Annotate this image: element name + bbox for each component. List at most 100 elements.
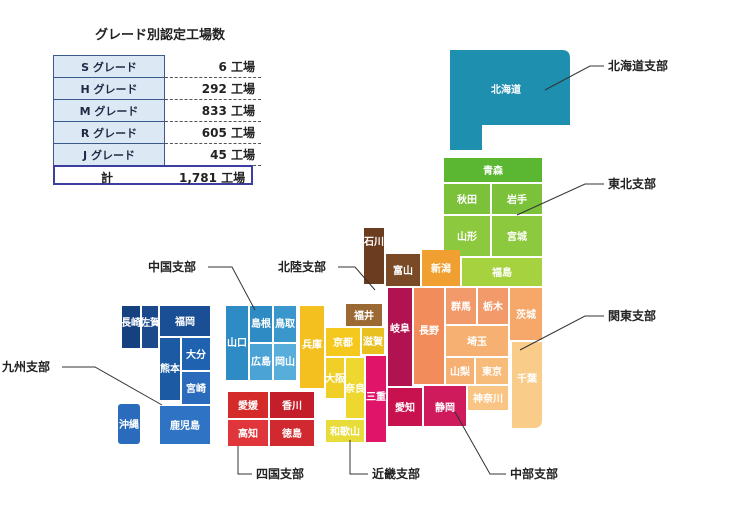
pref-fukuoka[interactable] bbox=[160, 306, 210, 336]
pref-kagawa[interactable] bbox=[270, 392, 314, 418]
pref-iwate[interactable] bbox=[492, 184, 542, 214]
pref-kyoto-label: 京都 bbox=[333, 336, 353, 349]
pref-saga[interactable] bbox=[142, 306, 158, 348]
pref-kochi-label: 高知 bbox=[238, 427, 258, 440]
pref-wakayama[interactable] bbox=[326, 420, 364, 442]
grade-table-title: グレード別認定工場数 bbox=[95, 28, 226, 43]
pref-mie-label: 三重 bbox=[366, 390, 386, 403]
total-value: 1,781 工場 bbox=[179, 171, 246, 185]
pref-yamanashi-label: 山梨 bbox=[450, 365, 471, 378]
branch-chubu-label: 中部支部 bbox=[510, 466, 558, 481]
pref-ishikawa-label: 石川 bbox=[363, 236, 384, 248]
pref-shizuoka-label: 静岡 bbox=[435, 401, 455, 414]
pref-ibaraki-label: 茨城 bbox=[516, 308, 536, 321]
grade-name: H グレード bbox=[53, 77, 165, 100]
pref-nagasaki[interactable] bbox=[122, 306, 140, 348]
pref-yamagata[interactable] bbox=[444, 216, 490, 256]
pref-tochigi[interactable] bbox=[478, 288, 508, 324]
pref-shiga[interactable] bbox=[362, 328, 384, 354]
pref-miyazaki[interactable] bbox=[182, 372, 210, 404]
pref-mie[interactable] bbox=[366, 356, 386, 442]
pref-akita[interactable] bbox=[444, 184, 490, 214]
pref-fukushima[interactable] bbox=[462, 258, 542, 286]
pref-nagasaki-label: 長崎 bbox=[121, 316, 141, 329]
pref-osaka[interactable] bbox=[326, 358, 344, 398]
pref-gifu-label: 岐阜 bbox=[390, 322, 410, 335]
pref-saitama-label: 埼玉 bbox=[467, 335, 487, 348]
pref-yamagata-label: 山形 bbox=[457, 230, 477, 243]
pref-okayama[interactable] bbox=[274, 344, 296, 380]
pref-kyoto[interactable] bbox=[326, 328, 360, 356]
pref-nara[interactable] bbox=[346, 358, 364, 418]
pref-hokkaido[interactable] bbox=[450, 50, 570, 150]
pref-aichi-label: 愛知 bbox=[395, 401, 415, 414]
pref-miyazaki-label: 宮崎 bbox=[186, 382, 206, 395]
table-row: S グレード 6 工場 bbox=[53, 55, 261, 78]
grade-name: M グレード bbox=[53, 99, 165, 122]
pref-akita-label: 秋田 bbox=[457, 193, 477, 206]
pref-miyagi-label: 宮城 bbox=[507, 230, 527, 243]
pref-gifu[interactable] bbox=[388, 288, 412, 386]
pref-niigata-label: 新潟 bbox=[431, 262, 451, 275]
pref-hiroshima-label: 広島 bbox=[251, 355, 271, 368]
pref-saga-label: 佐賀 bbox=[139, 316, 160, 329]
grade-count: 605 工場 bbox=[164, 121, 261, 144]
pref-niigata[interactable] bbox=[422, 250, 460, 286]
pref-wakayama-label: 和歌山 bbox=[329, 425, 360, 438]
grade-count: 292 工場 bbox=[164, 77, 261, 100]
pref-gunma[interactable] bbox=[446, 288, 476, 324]
pref-okinawa-label: 沖縄 bbox=[119, 418, 139, 431]
pref-iwate-label: 岩手 bbox=[506, 193, 527, 206]
pref-oita[interactable] bbox=[182, 338, 210, 370]
grade-count: 6 工場 bbox=[164, 55, 261, 78]
pref-yamaguchi[interactable] bbox=[226, 306, 248, 380]
pref-kanagawa-label: 神奈川 bbox=[473, 392, 503, 405]
pref-ishikawa[interactable] bbox=[364, 228, 384, 284]
pref-tochigi-label: 栃木 bbox=[483, 300, 504, 313]
pref-okinawa[interactable] bbox=[118, 404, 140, 444]
pref-osaka-label: 大阪 bbox=[325, 372, 346, 385]
pref-nagano[interactable] bbox=[414, 288, 444, 384]
leader-tohoku bbox=[516, 183, 604, 216]
pref-yamanashi[interactable] bbox=[446, 358, 474, 384]
pref-hiroshima[interactable] bbox=[250, 344, 272, 380]
leader-shikoku bbox=[237, 446, 252, 475]
pref-tokushima[interactable] bbox=[270, 420, 314, 446]
pref-aomori[interactable] bbox=[444, 158, 542, 182]
pref-ibaraki[interactable] bbox=[510, 288, 542, 340]
grade-table: S グレード 6 工場 H グレード 292 工場 M グレード 833 工場 … bbox=[53, 55, 261, 166]
pref-tottori-label: 鳥取 bbox=[275, 317, 296, 330]
pref-fukui[interactable] bbox=[346, 304, 382, 326]
pref-chiba[interactable] bbox=[512, 342, 542, 428]
branch-hokuriku-label: 北陸支部 bbox=[278, 259, 326, 274]
pref-kagoshima-label: 鹿児島 bbox=[170, 419, 200, 432]
table-row: M グレード 833 工場 bbox=[53, 99, 261, 122]
pref-kanagawa[interactable] bbox=[468, 386, 508, 410]
pref-kochi[interactable] bbox=[228, 420, 268, 446]
pref-shimane-label: 島根 bbox=[251, 317, 271, 330]
pref-tokyo-label: 東京 bbox=[482, 365, 502, 378]
pref-ehime[interactable] bbox=[228, 392, 268, 418]
pref-hyogo[interactable] bbox=[300, 306, 324, 388]
pref-kumamoto[interactable] bbox=[160, 338, 180, 400]
pref-kagoshima[interactable] bbox=[160, 406, 210, 444]
pref-aomori-label: 青森 bbox=[483, 164, 504, 177]
branch-tohoku-label: 東北支部 bbox=[608, 176, 656, 191]
pref-tokyo[interactable] bbox=[476, 358, 508, 384]
pref-shimane[interactable] bbox=[250, 306, 272, 342]
pref-saitama[interactable] bbox=[446, 326, 508, 356]
branch-kanto-label: 関東支部 bbox=[608, 308, 656, 323]
total-row: 計 1,781 工場 bbox=[53, 165, 253, 185]
pref-miyagi[interactable] bbox=[492, 216, 542, 256]
table-row: J グレード 45 工場 bbox=[53, 143, 261, 166]
branch-kyushu-label: 九州支部 bbox=[1, 359, 50, 374]
leader-hokkaido bbox=[544, 65, 604, 91]
branch-shikoku-label: 四国支部 bbox=[256, 466, 304, 481]
pref-tottori[interactable] bbox=[274, 306, 296, 342]
pref-toyama-label: 富山 bbox=[393, 264, 413, 277]
pref-aichi[interactable] bbox=[388, 388, 422, 426]
pref-toyama[interactable] bbox=[386, 254, 420, 286]
leader-kanto bbox=[519, 315, 604, 351]
pref-kumamoto-label: 熊本 bbox=[160, 362, 181, 375]
